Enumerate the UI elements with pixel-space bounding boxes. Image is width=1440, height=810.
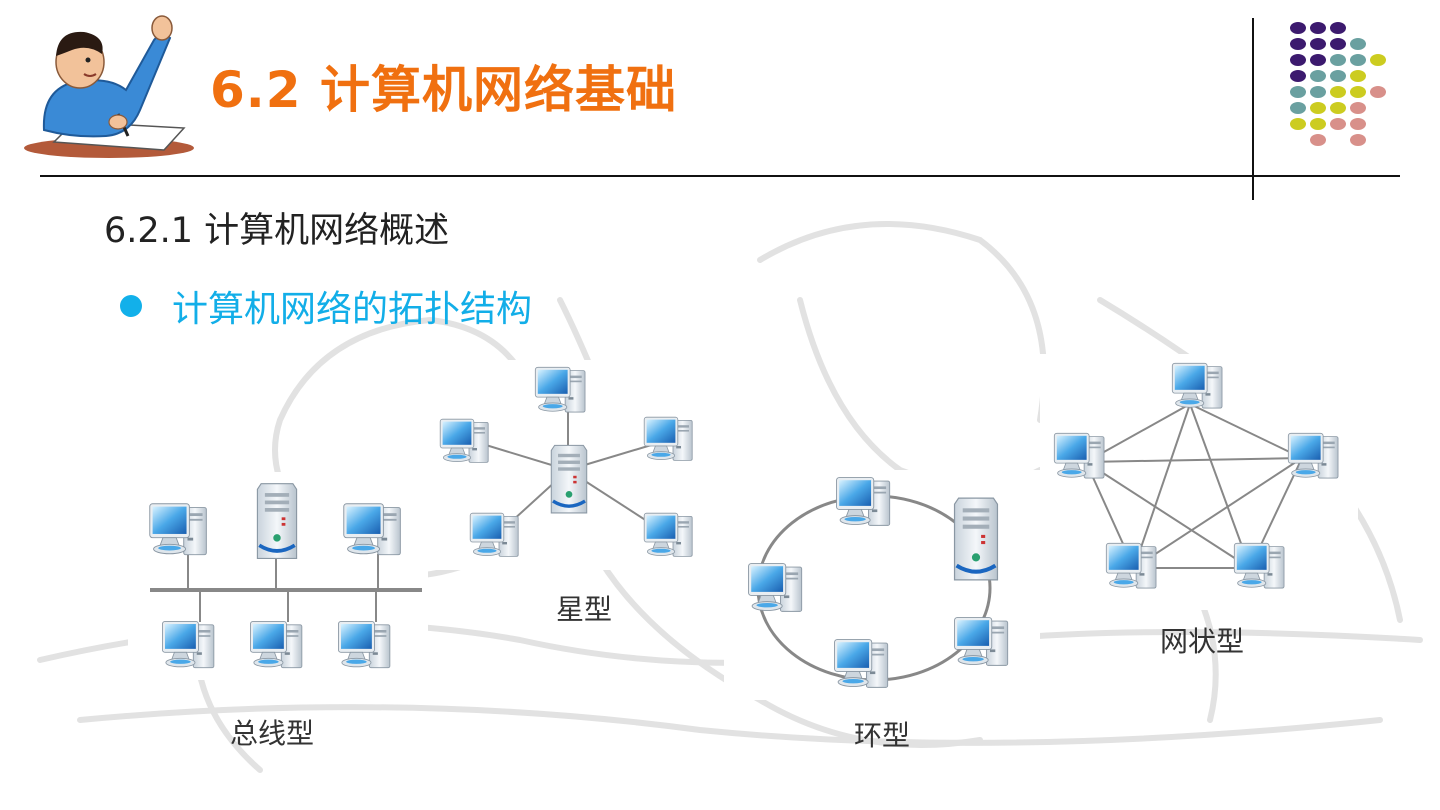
decorative-dot-grid-icon (1290, 22, 1386, 146)
decorative-dot (1310, 86, 1326, 98)
decorative-dot (1330, 102, 1346, 114)
bullet-text: 计算机网络的拓扑结构 (172, 289, 533, 330)
decorative-dot (1290, 86, 1306, 98)
computer-icon (161, 620, 215, 669)
decorative-dot (1330, 70, 1346, 82)
decorative-dot (1350, 102, 1366, 114)
bus-topology-diagram (149, 481, 422, 669)
computer-icon (1171, 362, 1223, 409)
decorative-dot (1290, 22, 1306, 34)
computer-icon (337, 620, 391, 669)
computer-icon (643, 416, 693, 461)
computer-icon (249, 620, 303, 669)
decorative-dot (1290, 70, 1306, 82)
decorative-dot (1350, 86, 1366, 98)
decorative-dot (1310, 54, 1326, 66)
decorative-dot (1330, 86, 1346, 98)
mesh-topology-diagram (1053, 362, 1339, 589)
bullet-dot-icon (120, 295, 142, 317)
computer-icon (1105, 542, 1157, 589)
decorative-dot (1310, 134, 1326, 146)
bullet-item: 计算机网络的拓扑结构 (120, 280, 532, 332)
header-divider (40, 175, 1400, 177)
decorative-dot (1350, 134, 1366, 146)
decorative-dot (1350, 38, 1366, 50)
server-icon (955, 498, 998, 580)
decorative-dot (1310, 38, 1326, 50)
bus-topology-label: 总线型 (230, 717, 315, 750)
decorative-dot (1350, 118, 1366, 130)
computer-icon (748, 563, 803, 612)
computer-icon (469, 512, 519, 557)
decorative-dot (1370, 54, 1386, 66)
decorative-dot (1370, 86, 1386, 98)
decorative-dot (1310, 102, 1326, 114)
decorative-dot (1290, 118, 1306, 130)
computer-icon (834, 639, 889, 688)
slide-title: 6.2 计算机网络基础 (210, 61, 677, 119)
ring-topology-label: 环型 (854, 719, 911, 752)
decorative-dot (1290, 54, 1306, 66)
computer-icon (1053, 432, 1105, 479)
computer-icon (343, 503, 401, 556)
star-topology-label: 星型 (556, 593, 613, 626)
student-writing-icon (24, 15, 194, 158)
computer-icon (439, 418, 489, 463)
decorative-dot (1330, 54, 1346, 66)
computer-icon (534, 366, 586, 413)
decorative-dot (1290, 102, 1306, 114)
decorative-dot (1330, 22, 1346, 34)
ring-topology-diagram (748, 477, 1009, 688)
decorative-dot (1310, 70, 1326, 82)
mesh-topology-label: 网状型 (1160, 625, 1245, 658)
header-vertical-divider (1252, 18, 1254, 200)
computer-icon (954, 617, 1009, 666)
decorative-dot (1350, 54, 1366, 66)
decorative-dot (1310, 118, 1326, 130)
computer-icon (643, 512, 693, 557)
decorative-dot (1330, 38, 1346, 50)
computer-icon (149, 503, 207, 556)
server-icon (255, 481, 299, 561)
decorative-dot (1310, 22, 1326, 34)
decorative-dot (1290, 38, 1306, 50)
computer-icon (1287, 432, 1339, 479)
server-icon (549, 443, 589, 515)
section-heading: 6.2.1 计算机网络概述 (104, 211, 450, 251)
computer-icon (836, 477, 891, 526)
computer-icon (1233, 542, 1285, 589)
decorative-dot (1330, 118, 1346, 130)
decorative-dot (1350, 70, 1366, 82)
star-topology-diagram (439, 366, 693, 557)
